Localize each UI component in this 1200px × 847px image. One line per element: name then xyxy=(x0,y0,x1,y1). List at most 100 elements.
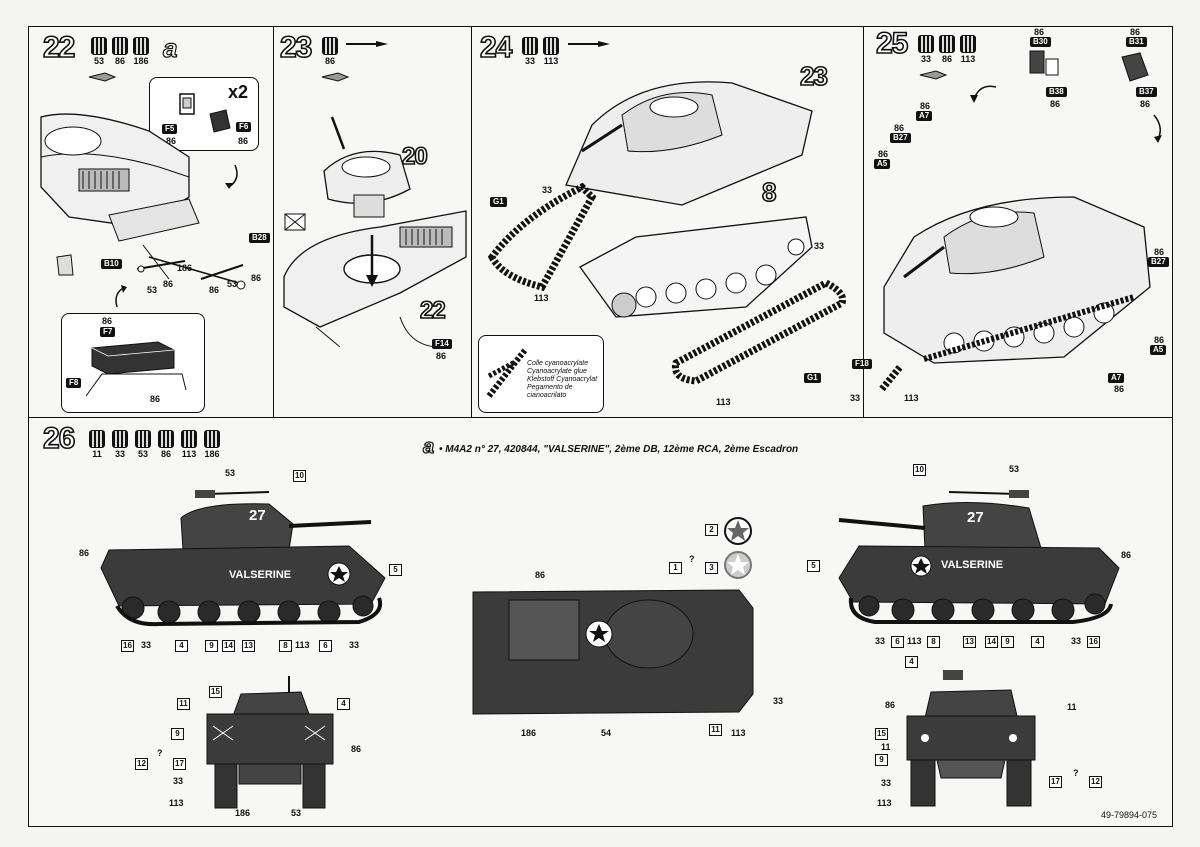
upper-hull-drawing xyxy=(565,81,813,206)
paint-ref: 86 xyxy=(1140,99,1151,109)
decal-ref: 17 xyxy=(173,758,186,770)
step-23-panel: 23 86 20 22 F14 86 xyxy=(273,26,472,418)
sub-assembly-ref: 23 xyxy=(799,60,829,92)
part-number: 49-79894-075 xyxy=(1101,810,1158,820)
paint-ref: 86 xyxy=(878,149,889,159)
periscope-icon xyxy=(1121,52,1149,82)
decal-ref: 4 xyxy=(175,640,188,652)
paint-ref: 113 xyxy=(295,640,310,650)
paint-ref: 186 xyxy=(235,808,251,818)
tank-rear-view xyxy=(206,676,334,809)
paint-ref: 53 xyxy=(227,279,238,289)
toolbox-inset: 86 F7 F8 86 xyxy=(61,313,205,413)
part-label-a7: A7 xyxy=(1108,373,1125,383)
part-label-f14: F14 xyxy=(432,339,452,349)
paint-ref: 33 xyxy=(141,640,152,650)
decal-ref: 13 xyxy=(963,636,976,648)
toolbox-bracket-icon xyxy=(85,373,187,397)
question-mark: ? xyxy=(689,554,695,564)
decal-ref: 2 xyxy=(705,524,718,536)
toolbox-icon xyxy=(91,341,175,375)
question-mark: ? xyxy=(1073,768,1079,778)
glue-text-fr: Colle cyanoacrylate xyxy=(527,360,589,367)
tank-front-view xyxy=(906,670,1036,807)
decal-ref: 1 xyxy=(669,562,682,574)
paint-pot: 113 xyxy=(543,37,559,66)
part-label-b28: B28 xyxy=(249,233,270,243)
decal-ref: 15 xyxy=(875,728,888,740)
paint-ref: 33 xyxy=(875,636,886,646)
decal-ref: 16 xyxy=(121,640,134,652)
decal-ref: 6 xyxy=(319,640,332,652)
decal-ref: 14 xyxy=(985,636,998,648)
part-label-b30: B30 xyxy=(1030,37,1051,47)
paint-ref: 113 xyxy=(731,728,746,738)
paint-ref: 33 xyxy=(349,640,360,650)
rotate-arrow-icon xyxy=(970,85,997,103)
paint-ref: 86 xyxy=(251,273,262,283)
paint-ref: 113 xyxy=(877,798,892,808)
paint-ref: 186 xyxy=(177,263,193,273)
paint-ref: 86 xyxy=(1050,99,1061,109)
sub-assembly-ref: 20 xyxy=(401,142,428,171)
paint-ref: 86 xyxy=(351,744,362,754)
paint-ref: 33 xyxy=(1071,636,1082,646)
paint-ref: 86 xyxy=(238,136,249,146)
paint-ref: 86 xyxy=(1034,27,1045,37)
paint-ref: 86 xyxy=(209,285,220,295)
quantity-x2: x2 xyxy=(228,82,249,102)
part-label-b38: B38 xyxy=(1046,87,1067,97)
paint-ref: 11 xyxy=(1067,702,1077,712)
variant-letter: a xyxy=(162,32,178,63)
decal-ref: 9 xyxy=(171,728,184,740)
paint-ref: 86 xyxy=(920,101,931,111)
paint-ref: 33 xyxy=(814,241,825,251)
paint-pot: 11 xyxy=(89,430,105,459)
track-right-drawing xyxy=(671,279,847,385)
decal-ref: 10 xyxy=(293,470,306,482)
part-label-b27: B27 xyxy=(1148,257,1169,267)
rotate-arrow-icon xyxy=(1153,114,1162,143)
paint-ref: 33 xyxy=(542,185,553,195)
decal-ref: 4 xyxy=(1031,636,1044,648)
paint-pot: 86 xyxy=(939,35,955,64)
glue-text-es: Pegamento de cianoacrilato xyxy=(527,384,573,399)
glue-inset: Colle cyanoacrylate Cyanoacrylate glue K… xyxy=(478,335,604,413)
decal-ref: 9 xyxy=(1001,636,1014,648)
part-label-a5: A5 xyxy=(874,159,891,169)
paint-ref: 86 xyxy=(79,548,90,558)
paint-ref: 86 xyxy=(1121,550,1132,560)
hull-top-drawing xyxy=(283,210,467,348)
paint-ref: 86 xyxy=(535,570,546,580)
hull-assembled-drawing xyxy=(883,196,1151,364)
step-number: 23 xyxy=(279,30,313,65)
paint-ref: 86 xyxy=(436,351,447,361)
star-roundel-icon xyxy=(724,551,752,579)
paint-pot: 33 xyxy=(112,430,128,459)
part-label-b37: B37 xyxy=(1136,87,1157,97)
glue-tube-icon xyxy=(88,72,117,82)
paint-ref: 113 xyxy=(169,798,184,808)
tank-left-side-view: 27 VALSERINE xyxy=(100,490,386,627)
decal-ref: 9 xyxy=(875,754,888,766)
sub-assembly-ref: 22 xyxy=(419,296,446,325)
paint-ref: 113 xyxy=(904,393,919,403)
step-number: 26 xyxy=(42,421,76,456)
decal-ref: 5 xyxy=(807,560,820,572)
track-left-drawing xyxy=(487,182,597,292)
rotate-arrow-icon xyxy=(115,285,127,308)
decal-ref: 14 xyxy=(222,640,235,652)
paint-ref: 53 xyxy=(225,468,236,478)
decal-ref: 13 xyxy=(242,640,255,652)
paint-ref: 86 xyxy=(102,316,113,326)
step-number: 22 xyxy=(42,30,76,65)
paint-ref: 54 xyxy=(601,728,612,738)
parts-inset: x2 F5 86 F6 86 xyxy=(149,77,259,151)
bracket-f6-icon xyxy=(209,109,231,133)
paint-ref: 33 xyxy=(173,776,184,786)
decal-ref: 17 xyxy=(1049,776,1062,788)
paint-ref: 86 xyxy=(894,123,905,133)
tank-right-side-view: 27 VALSERINE xyxy=(838,490,1120,624)
decal-ref: 15 xyxy=(209,686,222,698)
decal-ref: 12 xyxy=(135,758,148,770)
